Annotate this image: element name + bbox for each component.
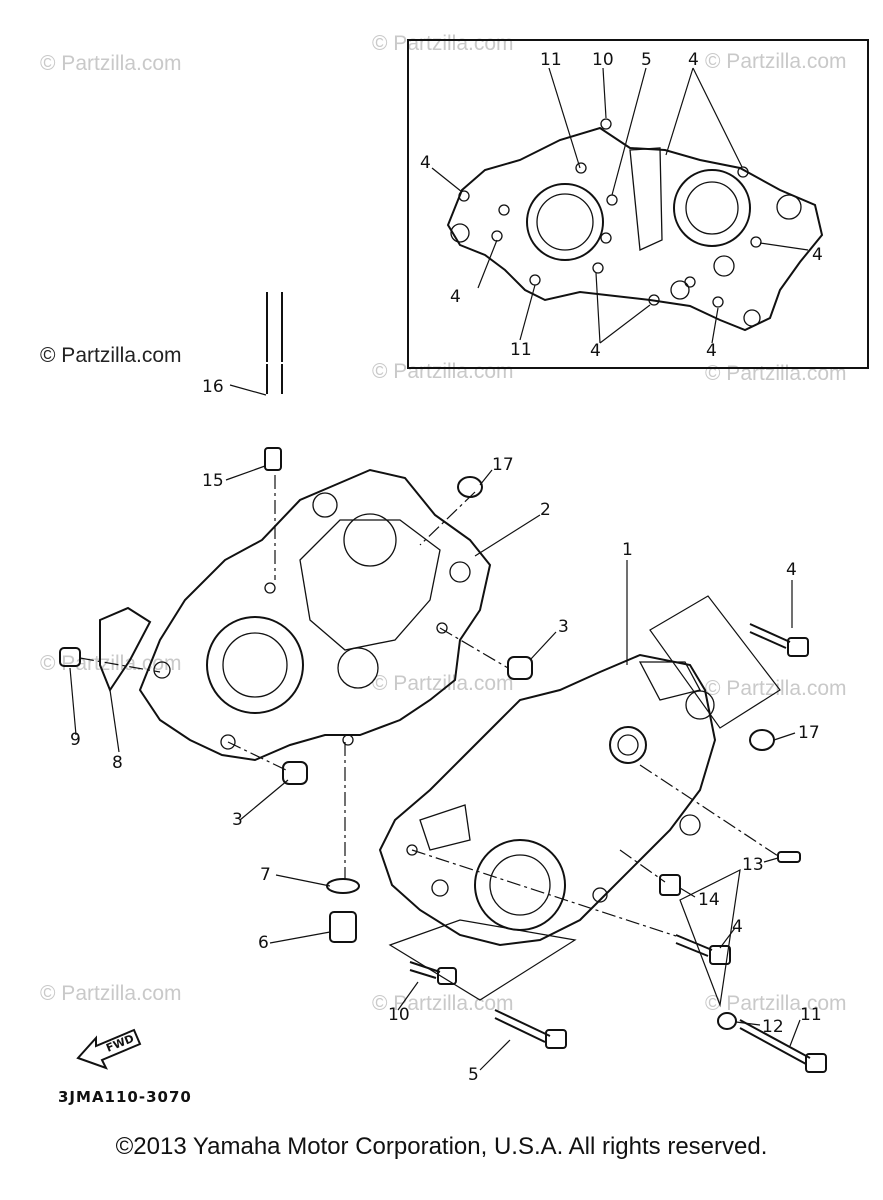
- callout-3: 3: [558, 617, 569, 637]
- inset-frame: [407, 39, 869, 369]
- watermark: © Partzilla.com: [705, 362, 847, 385]
- watermark: © Partzilla.com: [40, 52, 182, 75]
- callout-1: 1: [622, 540, 633, 560]
- oil-seal-17-lower: [749, 729, 775, 751]
- dowel-pin-3-lower: [282, 761, 308, 785]
- watermark: © Partzilla.com: [705, 50, 847, 73]
- callout-4: 4: [732, 917, 743, 937]
- inset-crankcase-outline: [446, 118, 824, 332]
- washer-12: [717, 1012, 737, 1030]
- callout-17: 17: [492, 455, 514, 475]
- assembly-line: [619, 849, 666, 883]
- watermark: © Partzilla.com: [705, 992, 847, 1015]
- right-crankcase: [378, 653, 717, 947]
- callout-4: 4: [812, 245, 823, 265]
- callout-11: 11: [510, 340, 532, 360]
- callout-13: 13: [742, 855, 764, 875]
- callout-4: 4: [450, 287, 461, 307]
- bracket-8: [99, 606, 152, 693]
- bolt-4-upper: [749, 623, 809, 657]
- assembly-line: [411, 849, 677, 937]
- callout-5: 5: [468, 1065, 479, 1085]
- bolt-4-lower: [675, 934, 731, 965]
- callout-3: 3: [232, 810, 243, 830]
- callout-8: 8: [112, 753, 123, 773]
- watermark: © Partzilla.com: [705, 677, 847, 700]
- callout-5: 5: [641, 50, 652, 70]
- bolt-9: [59, 647, 81, 667]
- callout-12: 12: [762, 1017, 784, 1037]
- gasket-7: [326, 878, 360, 894]
- callout-6: 6: [258, 933, 269, 953]
- fwd-arrow-icon: FWD: [76, 1028, 142, 1070]
- callout-10: 10: [592, 50, 614, 70]
- assembly-outline: [679, 868, 741, 1008]
- nipple-15: [264, 447, 282, 471]
- assembly-outline: [649, 595, 781, 729]
- watermark: © Partzilla.com: [40, 982, 182, 1005]
- assembly-line: [419, 491, 476, 546]
- callout-7: 7: [260, 865, 271, 885]
- assembly-line: [227, 741, 287, 771]
- bolt-11: [739, 1019, 827, 1073]
- callout-14: 14: [698, 890, 720, 910]
- callout-9: 9: [70, 730, 81, 750]
- watermark: © Partzilla.com: [372, 672, 514, 695]
- oil-seal-17-upper: [457, 476, 483, 498]
- assembly-outline: [388, 919, 577, 1001]
- callout-4: 4: [590, 341, 601, 361]
- callout-11: 11: [540, 50, 562, 70]
- left-crankcase: [138, 468, 492, 762]
- assembly-line: [639, 764, 779, 857]
- assembly-line: [79, 657, 161, 673]
- hose-16: [266, 292, 283, 394]
- watermark-dark: © Partzilla.com: [40, 344, 182, 367]
- callout-4: 4: [688, 50, 699, 70]
- callout-4: 4: [786, 560, 797, 580]
- copyright-notice: ©2013 Yamaha Motor Corporation, U.S.A. A…: [115, 1133, 768, 1160]
- clip-14: [659, 874, 681, 896]
- callout-4: 4: [706, 341, 717, 361]
- callout-2: 2: [540, 500, 551, 520]
- plug-13: [777, 851, 801, 863]
- diagram-code: 3JMA110-3070: [58, 1088, 192, 1106]
- watermark: © Partzilla.com: [372, 360, 514, 383]
- callout-11: 11: [800, 1005, 822, 1025]
- leader-lines: [69, 67, 809, 1071]
- drain-bolt-6: [329, 911, 357, 943]
- callout-10: 10: [388, 1005, 410, 1025]
- callout-16: 16: [202, 377, 224, 397]
- callout-15: 15: [202, 471, 224, 491]
- callout-17: 17: [798, 723, 820, 743]
- watermark: © Partzilla.com: [372, 32, 514, 55]
- assembly-line: [439, 627, 509, 669]
- bolt-5: [494, 1009, 567, 1049]
- callout-4: 4: [420, 153, 431, 173]
